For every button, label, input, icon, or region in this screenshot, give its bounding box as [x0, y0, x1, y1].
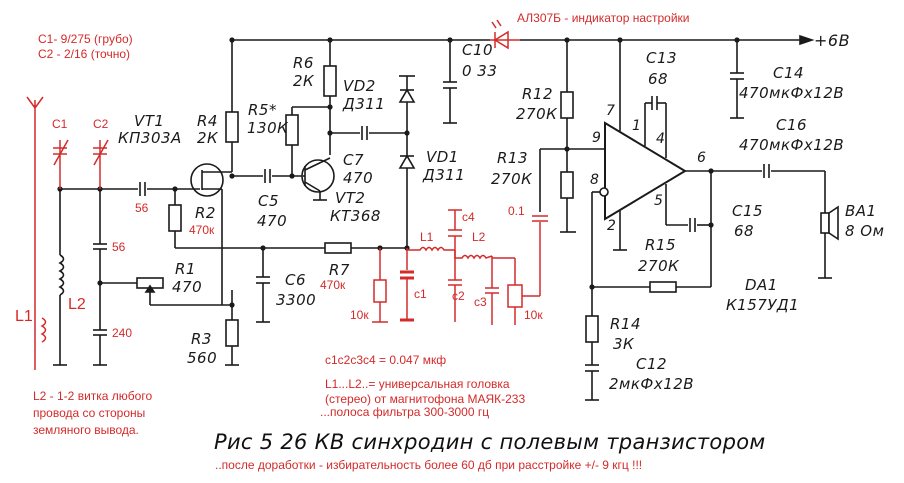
label-c16: C16: [776, 116, 808, 134]
value-vt2: КТ368: [330, 207, 381, 225]
label-c6: C6: [285, 271, 307, 289]
value-c16: 470мкФх12В: [739, 136, 845, 154]
label-filter-pot: 10к: [524, 308, 543, 322]
label-r3: R3: [191, 330, 212, 348]
note-led-indicator: АЛ307Б - индикатор настройки: [517, 11, 690, 25]
pin-2: 2: [607, 218, 616, 234]
label-r5: R5*: [248, 101, 277, 119]
label-c10: C10: [462, 41, 494, 59]
figure-caption: Рис 5 26 КВ синхродин с полевым транзист…: [214, 430, 766, 454]
pin-8: 8: [590, 172, 599, 188]
value-c13: 68: [648, 70, 669, 88]
value-c15: 68: [734, 222, 755, 240]
value-c12: 2мкФх12В: [609, 375, 695, 393]
pin-1: 1: [632, 118, 641, 134]
value-r2: 470к: [189, 223, 215, 237]
value-r15: 270К: [638, 257, 680, 275]
label-c1: C1: [52, 117, 68, 131]
label-filter-l2: L2: [472, 230, 486, 244]
label-r14: R14: [610, 315, 642, 333]
value-c10: 0 33: [462, 62, 498, 80]
label-c12: C12: [636, 355, 668, 373]
label-c13: C13: [646, 49, 678, 67]
value-c6: 3300: [276, 291, 317, 309]
value-vt1: КП303А: [118, 129, 182, 147]
pin-4: 4: [656, 131, 665, 147]
label-r7: R7: [329, 261, 350, 279]
label-filter-c4: c4: [462, 210, 475, 224]
label-vd1: VD1: [426, 148, 459, 166]
label-r12: R12: [522, 85, 554, 103]
label-filter-c2: c2: [452, 289, 465, 303]
value-r5: 130К: [247, 119, 289, 137]
note-c1-range: C1- 9/275 (грубо): [38, 32, 133, 46]
note-head-1: L1...L2..= универсальная головка: [325, 377, 510, 391]
value-r12: 270К: [516, 105, 558, 123]
label-filter-rload: 10к: [350, 308, 369, 322]
supply-label: +6В: [814, 31, 851, 50]
label-filter-c1: c1: [414, 287, 427, 301]
label-filter-l1: L1: [420, 230, 434, 244]
label-c2: C2: [93, 117, 109, 131]
value-r1: 470: [172, 278, 203, 296]
label-l1-ant: L1: [15, 308, 33, 325]
value-r13: 270К: [491, 170, 533, 188]
pin-5: 5: [654, 193, 663, 209]
label-r2: R2: [195, 204, 216, 222]
note-head-2: (стерео) от магнитофона МАЯК-233: [325, 392, 526, 406]
pin-9: 9: [592, 130, 601, 146]
value-c14: 470мкФх12В: [739, 84, 845, 102]
label-r6: R6: [293, 54, 314, 72]
note-l2-3: земляного вывода.: [33, 423, 139, 437]
value-vd1: Д311: [423, 166, 466, 184]
label-r15: R15: [645, 236, 677, 254]
label-filter-coupling: 0.1: [508, 204, 525, 218]
label-filter-c3: c3: [474, 295, 487, 309]
label-l2-ant: L2: [68, 296, 86, 313]
pin-6: 6: [697, 150, 706, 166]
value-r14: 3К: [613, 335, 635, 353]
pin-7: 7: [606, 103, 615, 119]
label-c-div2: 240: [112, 326, 133, 340]
label-c-div1: 56: [112, 240, 126, 254]
note-caps: c1c2c3c4 = 0.047 мкф: [325, 353, 447, 367]
label-vd2: VD2: [343, 77, 376, 95]
value-ba1: 8 Ом: [845, 222, 885, 240]
value-r7: 470к: [320, 278, 346, 292]
label-c5: C5: [258, 192, 280, 210]
label-vt1: VT1: [134, 112, 165, 130]
label-c15: C15: [732, 202, 764, 220]
value-c7: 470: [343, 169, 374, 187]
label-r1: R1: [175, 260, 196, 278]
value-r3: 560: [187, 349, 218, 367]
label-da1: DA1: [745, 276, 778, 294]
label-ba1: BA1: [845, 202, 877, 220]
note-improvement: ..после доработки - избирательность боле…: [215, 458, 643, 472]
value-r4: 2К: [197, 129, 219, 147]
label-r13: R13: [497, 149, 529, 167]
note-l2-1: L2 - 1-2 витка любого: [33, 389, 153, 403]
label-c-input: 56: [135, 201, 149, 215]
note-head-3: ...полоса фильтра 300-3000 гц: [320, 405, 490, 419]
value-da1: К157УД1: [726, 296, 800, 314]
value-c5: 470: [257, 212, 288, 230]
label-c14: C14: [773, 64, 805, 82]
note-c2-range: C2 - 2/16 (точно): [38, 47, 131, 61]
label-r4: R4: [197, 112, 218, 130]
value-vd2: Д311: [343, 95, 386, 113]
value-r6: 2К: [293, 72, 315, 90]
note-l2-2: провода со стороны: [33, 406, 146, 420]
label-c7: C7: [343, 151, 365, 169]
label-vt2: VT2: [335, 189, 366, 207]
